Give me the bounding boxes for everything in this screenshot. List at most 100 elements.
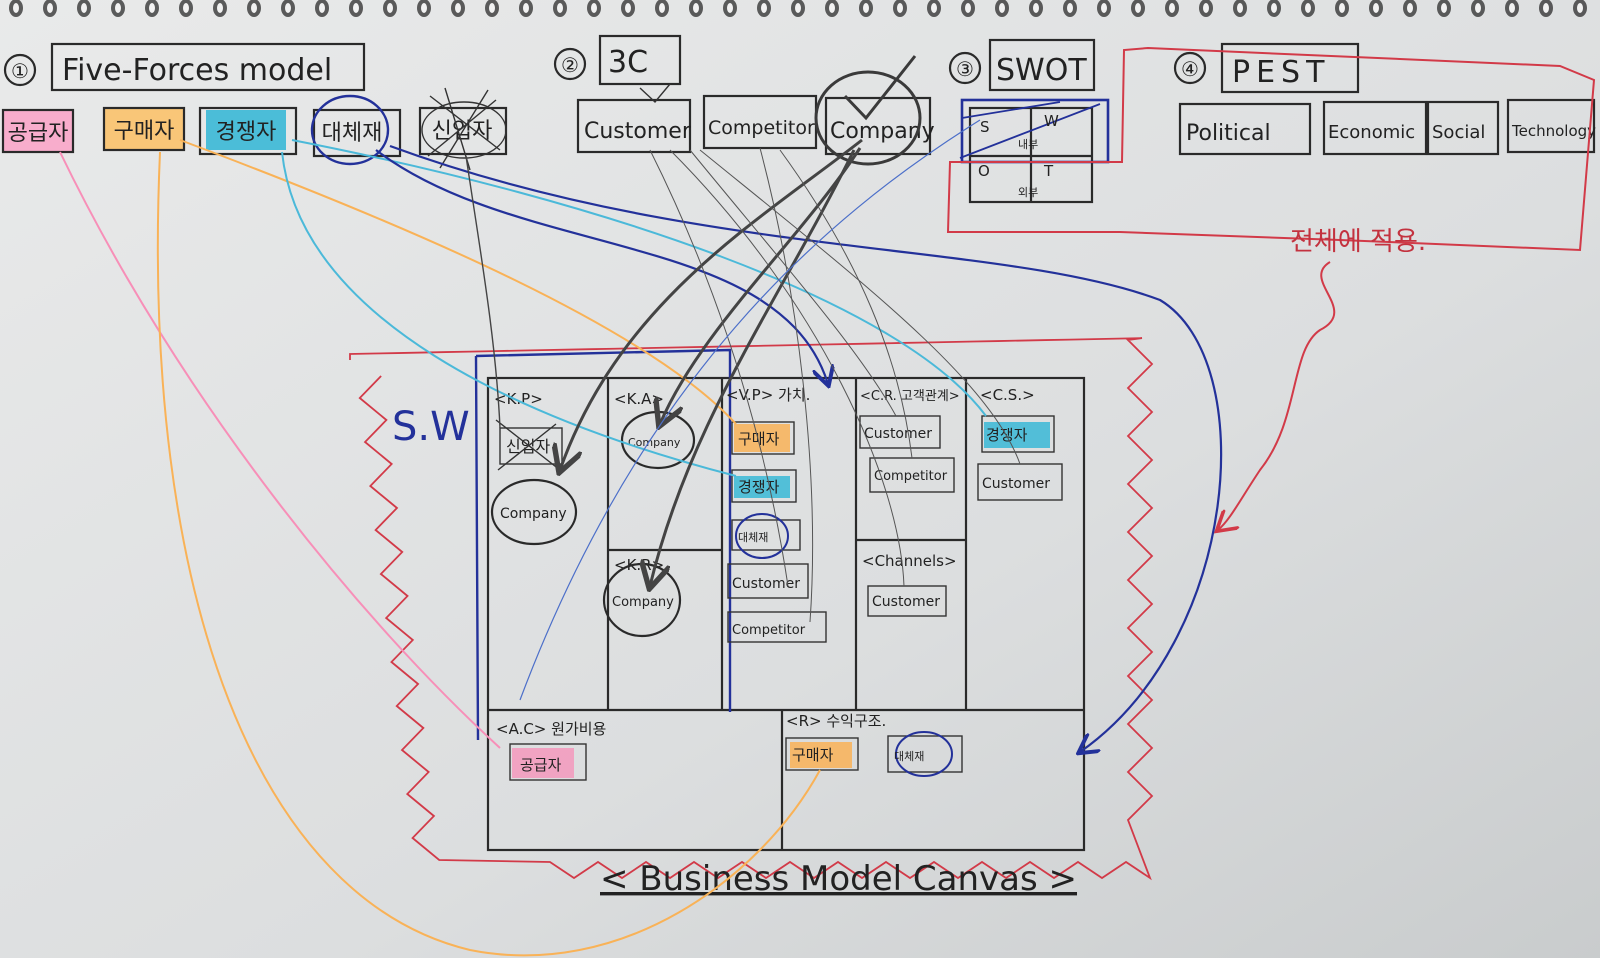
binding-hole	[1101, 3, 1107, 13]
vp-item-substitute: 대체재	[738, 531, 768, 544]
pest-items: Political Economic Social Technology	[1178, 98, 1596, 156]
swot-s: S	[980, 118, 990, 136]
line-supplier-cost	[59, 151, 501, 749]
binding-hole	[1237, 3, 1243, 13]
pest-economic: Economic	[1328, 122, 1415, 143]
section-title-pest: PEST	[1232, 55, 1330, 90]
binding-hole	[115, 3, 121, 13]
pest-swot-bracket	[946, 46, 1596, 252]
section-number-1: ①	[11, 59, 29, 83]
binding-hole	[1407, 3, 1413, 13]
binding-hole	[795, 3, 801, 13]
sw-label: S.W	[392, 404, 470, 450]
kp-item-company: Company	[500, 506, 567, 522]
cr-header: <C.R. 고객관계>	[860, 389, 960, 404]
line-customer-channels	[669, 149, 905, 587]
binding-hole	[319, 3, 325, 13]
binding-hole	[1135, 3, 1141, 13]
binding-hole	[965, 3, 971, 13]
binding-hole	[523, 3, 529, 13]
binding-hole	[863, 3, 869, 13]
connectors	[59, 119, 1223, 957]
section-swot: ③ SWOT	[948, 38, 1096, 92]
highlight-competitor	[206, 110, 286, 150]
vp-item-competitor-kr: 경쟁자	[738, 478, 780, 496]
section-five-forces: ① Five-Forces model	[3, 42, 366, 92]
binding-hole	[1339, 3, 1345, 13]
binding-hole	[625, 3, 631, 13]
binding-hole	[557, 3, 563, 13]
cs-header: <C.S.>	[980, 386, 1035, 404]
binding-hole	[251, 3, 257, 13]
binding-hole	[1509, 3, 1515, 13]
line-competitor-vp	[281, 151, 737, 477]
binding-hole	[829, 3, 835, 13]
ka-item-company: Company	[628, 436, 681, 449]
binding-hole	[455, 3, 461, 13]
binding-hole	[693, 3, 699, 13]
binding-hole	[1305, 3, 1311, 13]
pest-technology: Technology	[1511, 122, 1596, 140]
binding-hole	[1577, 3, 1583, 13]
line-company-kp	[560, 138, 863, 470]
swot-o: O	[978, 162, 990, 180]
three-c-items: Customer Competitor Company	[576, 55, 935, 166]
binding-hole	[81, 3, 87, 13]
swot-note-external: 외부	[1018, 186, 1038, 199]
five-forces-items: 공급자 구매자 경쟁자 대체재 신입자	[1, 87, 508, 171]
binding-hole	[1543, 3, 1549, 13]
pest-note: 전체에 적용.	[1290, 227, 1426, 257]
3c-competitor: Competitor	[708, 117, 815, 139]
line-buyer-vp	[179, 139, 737, 425]
cs-item-competitor-kr: 경쟁자	[986, 426, 1028, 444]
binding-hole	[421, 3, 427, 13]
revenue-item-substitute: 대체재	[894, 750, 924, 763]
line-buyer-revenue	[156, 151, 821, 957]
binding-hole	[1475, 3, 1481, 13]
binding-hole	[1441, 3, 1447, 13]
vp-item-buyer: 구매자	[738, 430, 780, 448]
line-customer-cs	[699, 149, 1021, 465]
section-title-swot: SWOT	[996, 53, 1087, 88]
binding-hole	[931, 3, 937, 13]
section-3c: ② 3C	[553, 34, 682, 86]
line-company-kr	[650, 149, 856, 586]
force-buyer: 구매자	[114, 119, 175, 144]
line-company-ka	[660, 147, 862, 424]
channels-item-customer: Customer	[872, 594, 940, 610]
swot-w: W	[1044, 112, 1059, 130]
binding-hole	[183, 3, 189, 13]
line-substitute-revenue	[389, 144, 1223, 752]
revenue-item-buyer: 구매자	[792, 746, 834, 764]
line-customer-cr	[689, 149, 897, 417]
binding-hole	[659, 3, 665, 13]
cs-item-customer: Customer	[982, 476, 1050, 492]
section-number-3: ③	[956, 57, 974, 81]
binding-hole	[897, 3, 903, 13]
section-number-2: ②	[561, 53, 579, 77]
binding-hole	[761, 3, 767, 13]
highlight-buyer	[104, 108, 184, 150]
vp-header: <V.P> 가치.	[726, 386, 810, 404]
binding-hole	[489, 3, 495, 13]
binding-hole	[387, 3, 393, 13]
binding-hole	[727, 3, 733, 13]
pest-political: Political	[1186, 121, 1271, 146]
kr-item-company: Company	[612, 595, 674, 610]
spiral-binding	[9, 0, 1587, 17]
binding-hole	[1271, 3, 1277, 13]
binding-hole	[149, 3, 155, 13]
channels-header: <Channels>	[862, 552, 957, 570]
binding-hole	[1169, 3, 1175, 13]
binding-hole	[1067, 3, 1073, 13]
canvas-title: < Business Model Canvas >	[600, 859, 1077, 899]
swot-t: T	[1043, 162, 1054, 180]
canvas-wavy-boundary	[349, 337, 1154, 881]
line-competitor-cr	[779, 149, 913, 459]
business-model-canvas: S.W <K.P> 신입자 Company <K.A> Company <K.R…	[392, 348, 1086, 899]
vp-item-competitor: Competitor	[732, 623, 806, 638]
revenue-header: <R> 수익구조.	[786, 712, 886, 730]
line-swot-sw	[519, 119, 981, 701]
